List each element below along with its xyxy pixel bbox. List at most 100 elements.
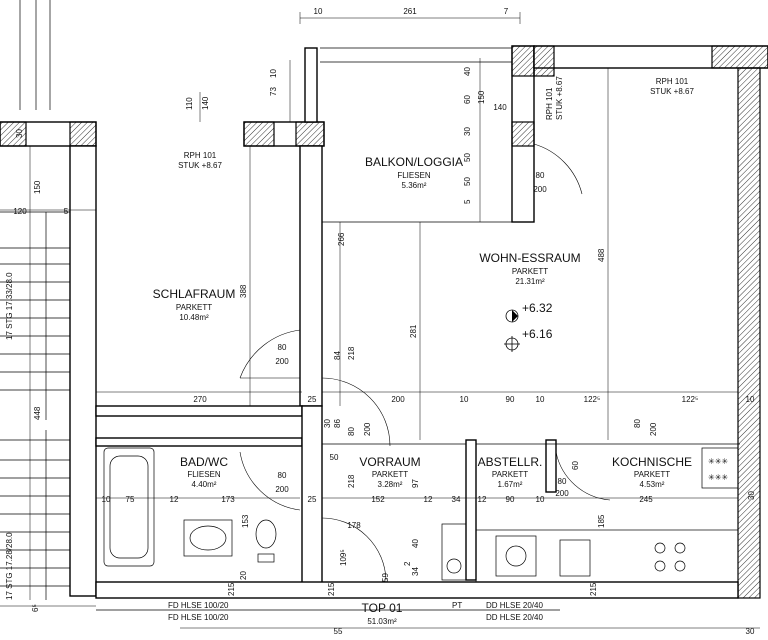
dim: 80 [633,419,642,428]
dim: 86 [333,419,342,428]
dim: 388 [239,284,248,298]
svg-text:✳✳✳: ✳✳✳ [708,457,728,466]
dim: 30 [746,627,755,636]
dim: 10 [536,395,545,404]
room-area: 3.28m² [378,480,403,489]
dim: 215 [327,582,336,596]
dim: 34 [411,567,420,576]
svg-text:✳✳✳: ✳✳✳ [708,473,728,482]
room-area: 4.40m² [192,480,217,489]
fixtures: ✳✳✳ ✳✳✳ [103,447,739,583]
dim: 140 [493,103,507,112]
dim: 80 [278,471,287,480]
room-floor: PARKETT [634,470,670,479]
dim: 80 [347,427,356,436]
room-abstell: ABSTELLR. PARKETT 1.67m² [478,455,543,489]
room-floor: PARKETT [492,470,528,479]
dimension-labels: 10 261 7 10 73 110 140 150 140 40 60 30 … [13,7,756,636]
top-label: TOP 01 51.03m² [362,601,403,626]
dim: 6⁵ [31,604,40,612]
dim: 215 [589,582,598,596]
room-balkon: BALKON/LOGGIA FLIESEN 5.36m² [365,155,463,190]
staircase: 17 STG 17.33/28.0 17 STG 17.28/28.0 [0,0,70,600]
room-name: ABSTELLR. [478,455,543,469]
room-name: BALKON/LOGGIA [365,155,463,169]
dim: 5 [64,207,69,216]
dim: 12 [478,495,487,504]
fd-label-right-1: DD HLSE 20/40 [486,601,543,610]
dim: 59 [381,573,390,582]
room-wohn: WOHN-ESSRAUM PARKETT 21.31m² [479,251,580,286]
dim: 200 [391,395,405,404]
dim: 488 [597,248,606,262]
rph-mid-1: RPH 101 [545,87,554,120]
dim: 30 [747,491,756,500]
dim: 200 [275,485,289,494]
rph-left-2: STUK +8.67 [178,161,222,170]
dim: 120 [13,207,27,216]
room-kochnische: KOCHNISCHE PARKETT 4.53m² [612,455,692,489]
room-vorraum: VORRAUM PARKETT 3.28m² [359,455,420,489]
dim: 20 [239,571,248,580]
level-marker-2: +6.16 [504,327,553,352]
dim: 122⁵ [682,395,699,404]
dim: 80 [536,171,545,180]
dim: 140 [201,96,210,110]
dim: 270 [193,395,207,404]
room-area: 10.48m² [179,313,209,322]
top-area: 51.03m² [367,617,397,626]
rph-mid-2: STUK +8.67 [555,76,564,120]
dim: 10 [102,495,111,504]
dim: 75 [126,495,135,504]
dim: 122⁵ [584,395,601,404]
dim: 245 [639,495,653,504]
dim: 90 [506,495,515,504]
dim: 60 [463,95,472,104]
dim: 50 [330,453,339,462]
dim: 153 [241,514,250,528]
rph-right-2: STUK +8.67 [650,87,694,96]
stair-label-lower: 17 STG 17.28/28.0 [5,532,14,600]
dim: 152 [371,495,385,504]
dim: 34 [452,495,461,504]
room-bad: BAD/WC FLIESEN 4.40m² [180,455,228,489]
dim: 150 [33,180,42,194]
dim: 109⁵ [339,549,348,566]
rph-left-1: RPH 101 [184,151,217,160]
dim: 30 [15,129,24,138]
stair-label-upper: 17 STG 17.33/28.0 [5,272,14,340]
dim: 5 [463,199,472,204]
dim: 84 [333,351,342,360]
level-value: +6.32 [522,301,553,315]
dim: 178 [347,521,361,530]
doors [239,143,611,581]
dim: 30 [463,127,472,136]
room-floor: PARKETT [512,267,548,276]
walls [0,45,768,611]
dim: 200 [363,422,372,436]
fd-label-right-2: DD HLSE 20/40 [486,613,543,622]
dim: 10 [536,495,545,504]
dim: 25 [308,495,317,504]
dim: 150 [477,90,486,104]
dim: 90 [506,395,515,404]
dim: 218 [347,474,356,488]
dim: 73 [269,87,278,96]
room-area: 5.36m² [402,181,427,190]
room-name: VORRAUM [359,455,420,469]
dim: 261 [403,7,417,16]
dim: 12 [170,495,179,504]
level-marker-1: +6.32 [505,301,553,323]
dim: 110 [185,97,194,110]
dim: 10 [746,395,755,404]
room-name: KOCHNISCHE [612,455,692,469]
dim: 266 [337,232,346,246]
level-value: +6.16 [522,327,553,341]
dim: 215 [227,582,236,596]
dim: 2 [403,561,412,566]
room-floor: PARKETT [176,303,212,312]
room-name: BAD/WC [180,455,228,469]
dim: 7 [504,7,509,16]
room-area: 4.53m² [640,480,665,489]
